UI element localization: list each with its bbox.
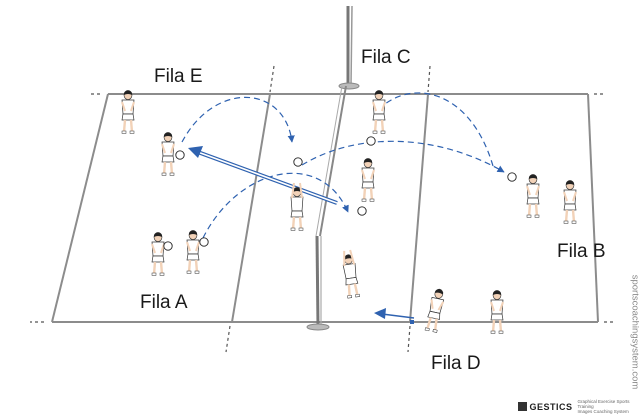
hitter-player [340, 206, 367, 300]
brand-logo: GESTICS Graphical Exercise Sports Traini… [518, 399, 643, 415]
fila-a-players [150, 229, 209, 277]
court-lines [51, 93, 599, 323]
label-fila-a: Fila A [140, 292, 188, 313]
movement-arrow-d [374, 308, 415, 324]
player-b-2 [562, 179, 578, 225]
label-fila-d: Fila D [431, 353, 481, 374]
fila-d-players [423, 286, 505, 335]
setter-player [289, 157, 305, 232]
trajectory-to-fila-b [301, 140, 505, 173]
trajectory-b-to-c [377, 92, 494, 167]
movement-arrow [188, 146, 338, 205]
label-fila-e: Fila E [154, 66, 203, 87]
trajectory-e-to-setter [181, 96, 295, 143]
fila-c-players [360, 89, 387, 203]
trajectory-a-to-hitter [202, 172, 349, 239]
right-endline [587, 93, 599, 323]
brand-name: GESTICS [529, 401, 573, 412]
label-fila-c: Fila C [361, 47, 411, 68]
player-e-1 [120, 89, 136, 135]
player-a-1 [150, 231, 166, 277]
player-c-1 [371, 89, 387, 135]
brand-tagline-1: Graphical Exercise Sports Training [577, 399, 630, 410]
net [306, 5, 360, 331]
ball-hitter [357, 206, 367, 216]
player-b-1 [525, 173, 541, 219]
brand-tagline: Graphical Exercise Sports Training Image… [578, 399, 643, 415]
court-line-extensions [30, 65, 616, 353]
ball-a-1 [163, 241, 173, 251]
fila-b-players [507, 172, 578, 225]
ball-setter [293, 157, 303, 167]
left-attack-line [231, 93, 271, 323]
player-d-1 [423, 286, 447, 334]
watermark: sportscoachingsystem.com [629, 272, 641, 392]
player-c-2 [360, 157, 376, 203]
left-endline [51, 93, 109, 323]
player-e-2 [160, 131, 176, 177]
right-attack-line [409, 93, 429, 323]
ball-a-2 [199, 237, 209, 247]
fila-e-players [120, 89, 185, 177]
watermark-text: sportscoachingsystem.com [629, 274, 641, 390]
label-fila-b: Fila B [557, 241, 606, 262]
ball-c [366, 136, 376, 146]
player-d-2 [489, 289, 505, 335]
ball-b [507, 172, 517, 182]
brand-mark-icon [518, 402, 527, 412]
player-a-2 [185, 229, 201, 275]
brand-tagline-2: Images Coaching System [577, 409, 629, 415]
ball-trajectories [181, 92, 505, 239]
ball-e [175, 150, 185, 160]
